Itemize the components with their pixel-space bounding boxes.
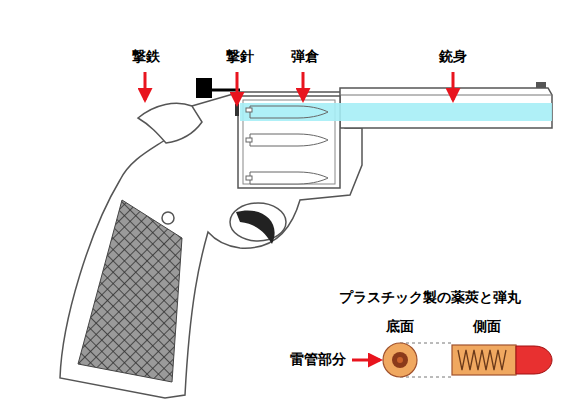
grip-checkering [78, 200, 182, 382]
pointer-arrow [452, 72, 455, 100]
pointer-arrow [352, 359, 380, 362]
barrel-rib [340, 95, 552, 96]
primer-center [397, 357, 403, 363]
primer-end [246, 176, 252, 180]
part-label: 銃身 [439, 49, 467, 64]
cartridge [250, 172, 328, 184]
primer [392, 352, 408, 368]
part-label: 弾倉 [291, 49, 319, 64]
projection-line [400, 377, 452, 378]
cartridge [250, 134, 328, 146]
bullet [516, 346, 552, 374]
hammer-head [196, 78, 212, 98]
part-label: 側面 [473, 319, 501, 334]
revolver-frame [60, 92, 362, 398]
pointer-arrow [236, 72, 239, 104]
spring [458, 350, 506, 370]
pointer-arrow [302, 72, 305, 100]
hammer [138, 103, 202, 143]
trigger [236, 210, 275, 244]
case-bottom [383, 343, 417, 377]
primer-end [246, 138, 252, 142]
front-sight [536, 82, 546, 88]
firing-pin [235, 104, 239, 116]
part-label: 雷管部分 [290, 352, 346, 367]
primer-end [246, 108, 252, 112]
part-label: 撃鉄 [132, 49, 160, 64]
part-label: 撃針 [226, 49, 254, 64]
frame-screw [162, 212, 174, 224]
projection-line [400, 343, 452, 344]
part-label: 底面 [386, 319, 414, 334]
cartridge [250, 106, 328, 118]
bore [240, 103, 552, 121]
part-label: プラスチック製の薬莢と弾丸 [339, 290, 521, 305]
pointer-arrow [144, 72, 147, 100]
case-side [452, 345, 516, 375]
